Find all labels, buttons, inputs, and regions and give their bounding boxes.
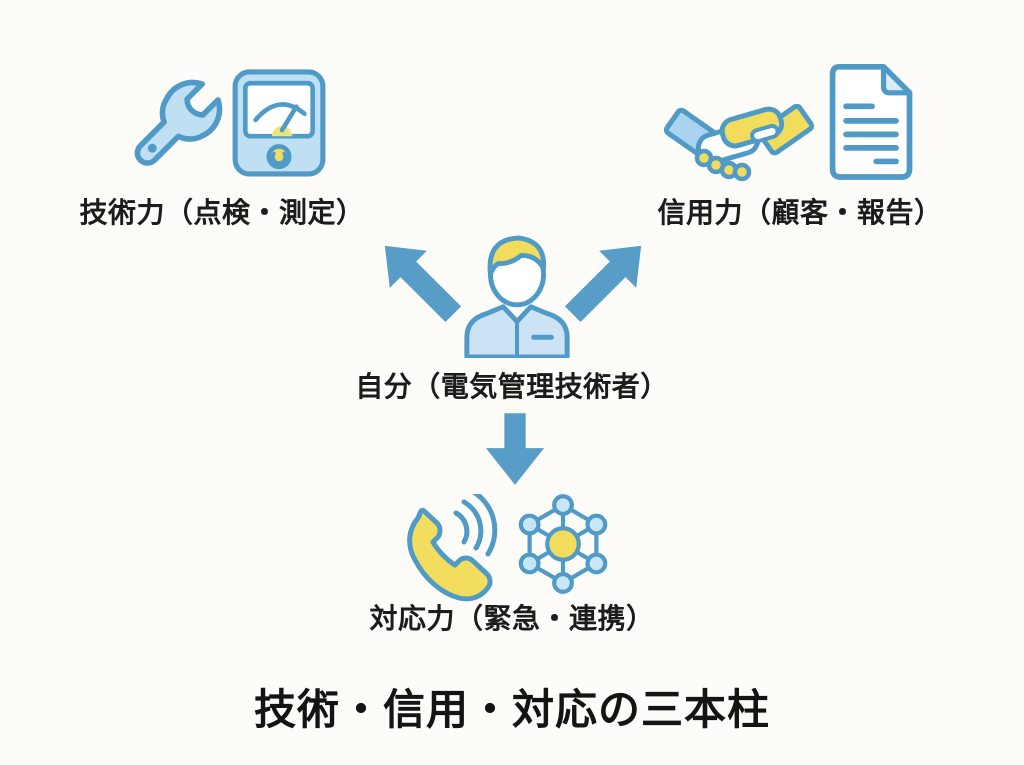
diagram-title: 技術・信用・対応の三本柱 (253, 686, 770, 733)
wrench-icon (120, 66, 232, 186)
label-technical: 技術力（点検・測定） (79, 197, 365, 228)
arrow-down-icon (484, 412, 546, 488)
phone-call-icon (398, 494, 512, 606)
label-response: 対応力（緊急・連携） (369, 603, 655, 634)
label-self: 自分（電気管理技術者） (355, 371, 669, 402)
arrow-up-right-icon (558, 238, 650, 324)
arrow-up-left-icon (376, 238, 468, 324)
network-hub-icon (512, 486, 614, 602)
report-document-icon (818, 60, 922, 188)
handshake-icon (664, 82, 814, 190)
label-trust: 信用力（顧客・報告） (657, 197, 943, 228)
analog-meter-icon (228, 62, 330, 188)
engineer-person-icon (458, 226, 576, 358)
